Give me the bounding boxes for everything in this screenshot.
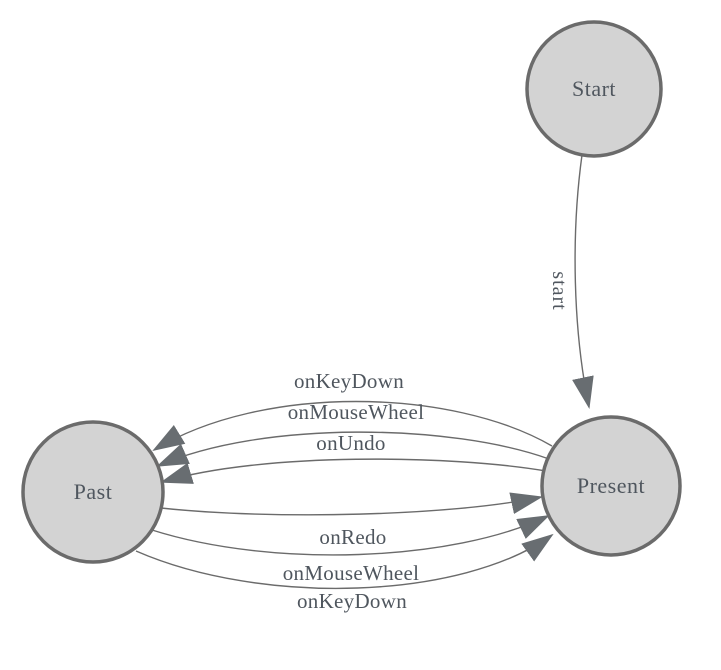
edge-past-to-present-onkeydown (135, 533, 554, 590)
edge-label-onkeydown-top: onKeyDown (294, 369, 404, 393)
edge-past-to-present-onredo (160, 492, 543, 516)
node-past: Past (21, 420, 165, 564)
edge-label-onmousewheel-top: onMouseWheel (288, 400, 425, 424)
edge-label-onundo: onUndo (316, 431, 385, 455)
edge-present-to-past-onkeydown (152, 400, 553, 452)
edge-start-to-present (572, 154, 594, 409)
node-past-circle (21, 420, 165, 564)
node-start: Start (525, 20, 663, 158)
edge-present-to-past-onmousewheel (156, 431, 550, 467)
edge-labels-group: start onKeyDown onMouseWheel onUndo onRe… (283, 271, 570, 613)
node-present-circle (540, 415, 682, 557)
node-present-label: Present (577, 473, 645, 498)
edge-label-start: start (548, 271, 570, 310)
node-start-label: Start (572, 76, 616, 101)
edge-label-onmousewheel-bottom: onMouseWheel (283, 561, 420, 585)
edge-label-onkeydown-bottom: onKeyDown (297, 589, 407, 613)
edge-label-onredo: onRedo (319, 525, 386, 549)
edge-present-to-past-onundo (160, 458, 547, 484)
node-past-label: Past (74, 479, 113, 504)
node-start-circle (525, 20, 663, 158)
edges-group (135, 154, 594, 590)
edge-past-to-present-onmousewheel (151, 515, 550, 556)
node-present: Present (540, 415, 682, 557)
